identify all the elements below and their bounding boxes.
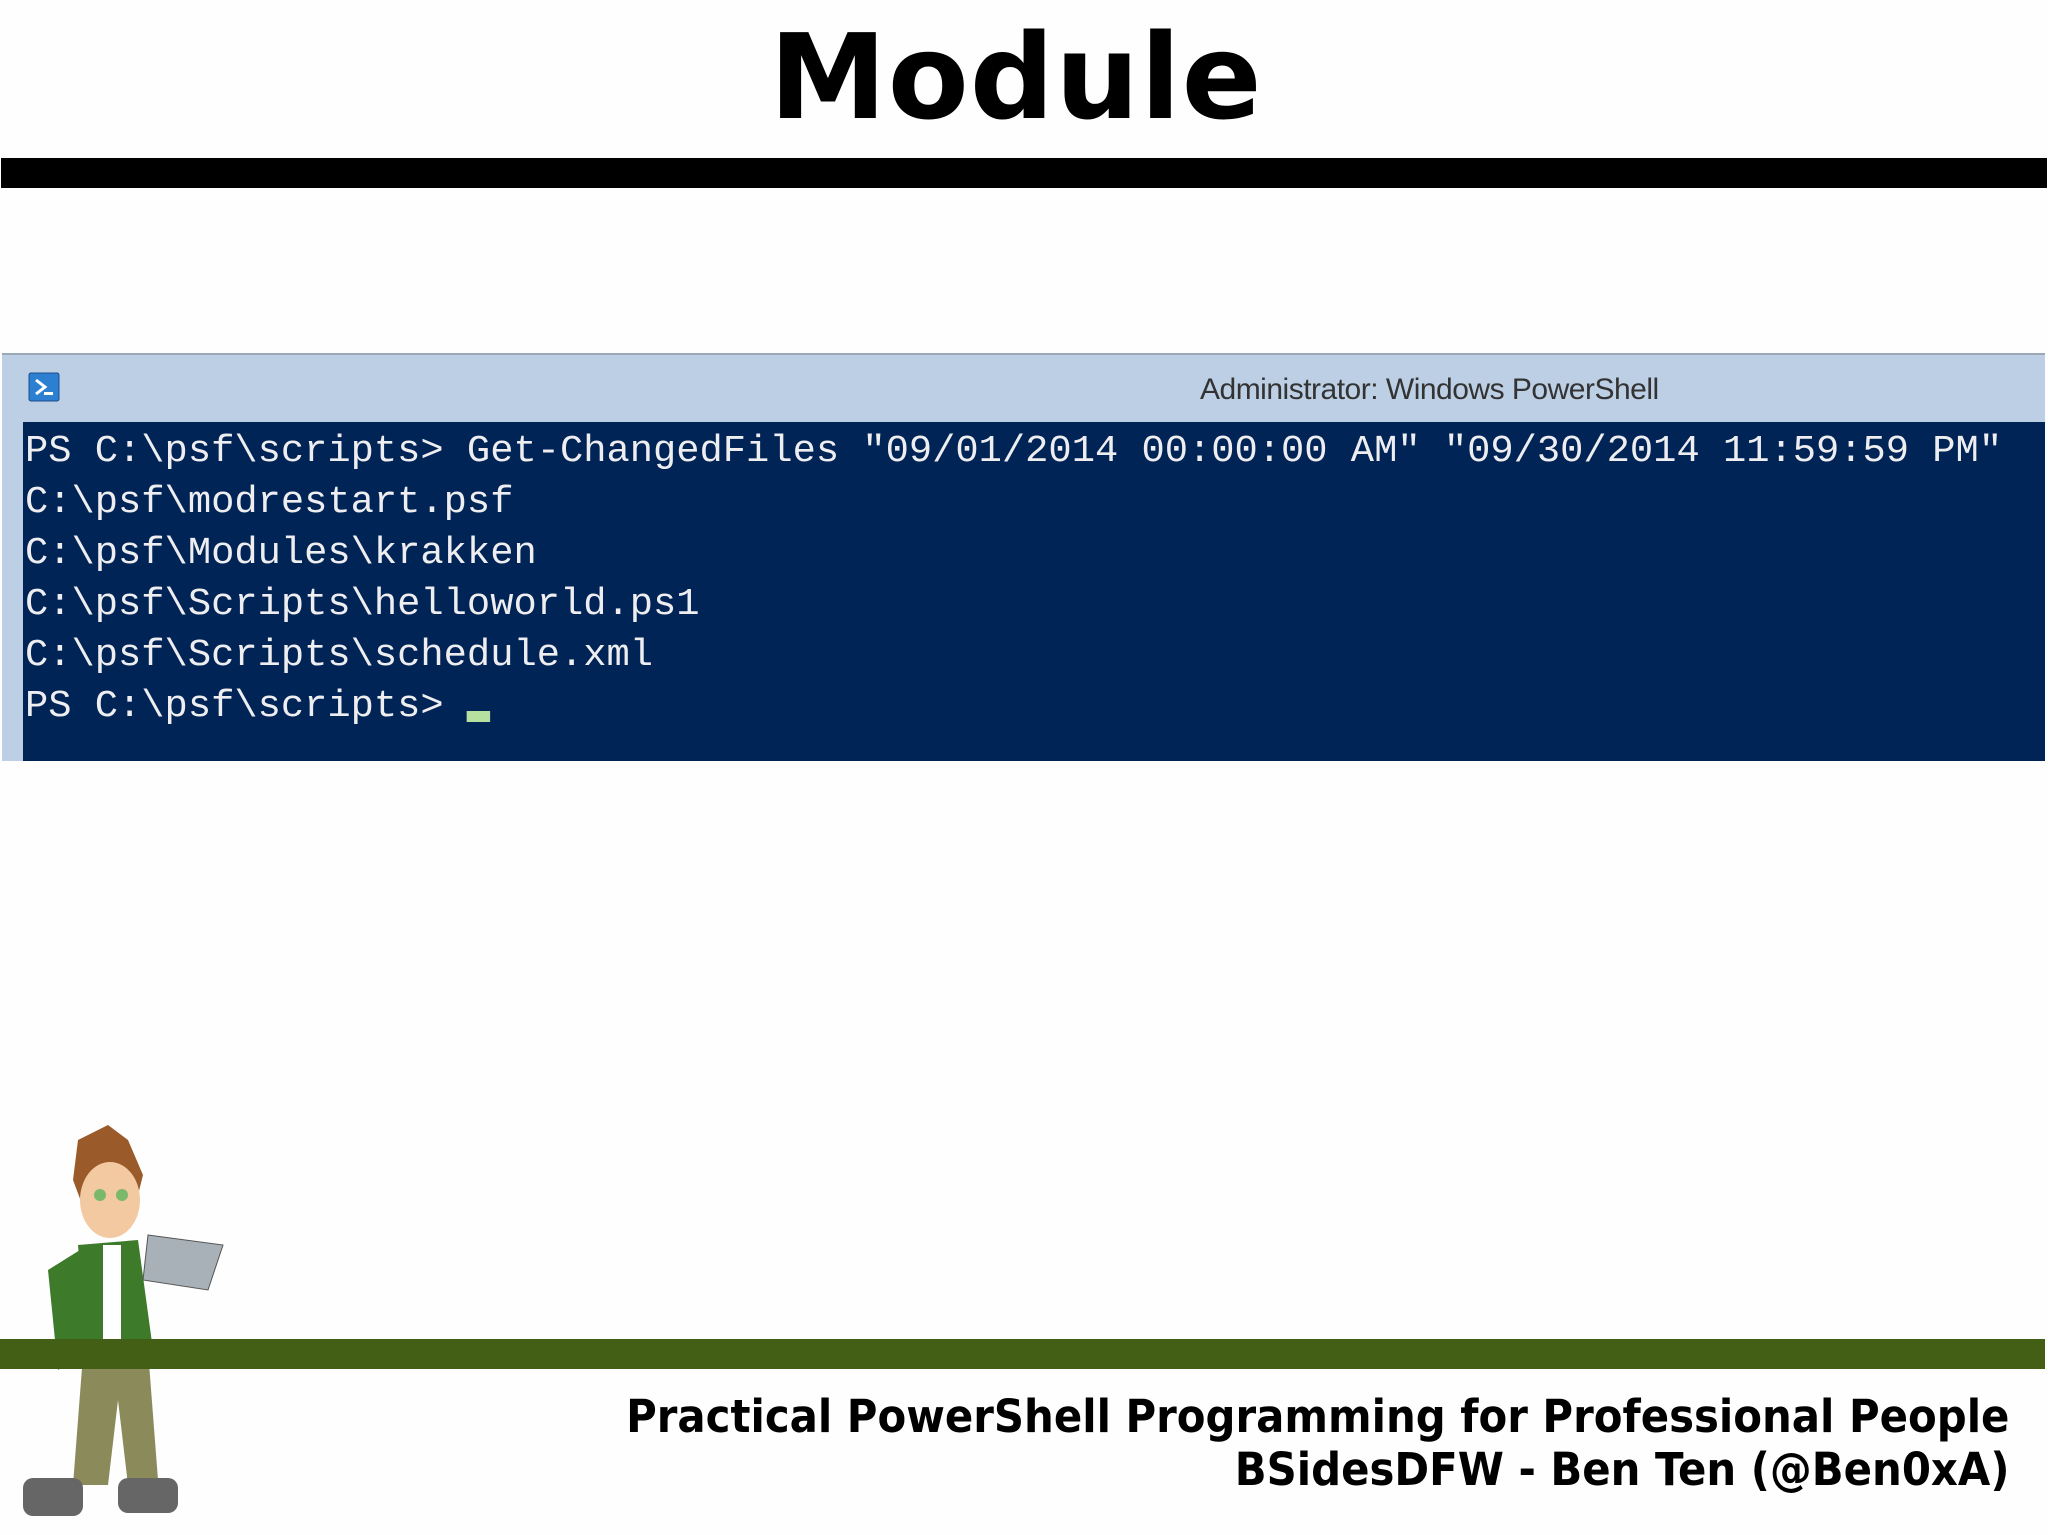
footer-divider [0,1339,2045,1369]
console-line: C:\psf\Scripts\schedule.xml [25,634,654,677]
mascot-illustration [23,1125,224,1516]
console-output[interactable]: PS C:\psf\scripts> Get-ChangedFiles "09/… [23,422,2045,761]
window-title: Administrator: Windows PowerShell [1200,373,1659,406]
console-prompt-line[interactable]: PS C:\psf\scripts> [25,681,2048,732]
footer-presenter: BSidesDFW - Ben Ten (@Ben0xA) [1234,1443,2009,1496]
title-divider [1,158,2047,188]
powershell-window[interactable]: Administrator: Windows PowerShell PS C:\… [2,353,2045,761]
console-line: PS C:\psf\scripts> Get-ChangedFiles "09/… [25,430,2003,473]
slide-title: Module [769,8,1263,146]
console-line: C:\psf\Scripts\helloworld.ps1 [25,583,700,626]
console-prompt: PS C:\psf\scripts> [25,685,444,728]
powershell-icon [28,372,60,402]
text-cursor [467,711,491,722]
footer: Practical PowerShell Programming for Pro… [522,1390,2009,1496]
console-line: C:\psf\Modules\krakken [25,532,537,575]
footer-presentation-title: Practical PowerShell Programming for Pro… [625,1390,2009,1443]
console-line: C:\psf\modrestart.psf [25,481,514,524]
